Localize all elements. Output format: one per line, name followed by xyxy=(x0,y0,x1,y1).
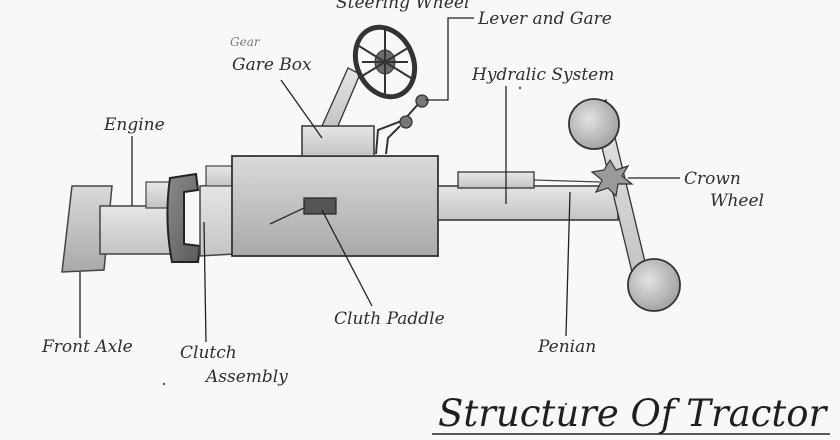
gear-box-label: Gare Box xyxy=(232,55,312,75)
leader-lines xyxy=(79,17,680,343)
assembly-label: Assembly xyxy=(204,367,288,387)
pinion-label: Penian xyxy=(537,337,596,357)
clutch-label: Clutch xyxy=(180,343,237,363)
clutch-paddle-shape xyxy=(303,197,337,215)
lower-wheel-shape xyxy=(627,258,681,312)
engine-shape xyxy=(99,205,173,255)
crown-gear-shape xyxy=(590,158,634,198)
clutch-assembly-shape xyxy=(166,172,202,263)
rear-shaft xyxy=(437,185,619,221)
upper-wheel-shape xyxy=(568,98,620,150)
clutch-paddle-label: Cluth Paddle xyxy=(334,309,445,329)
front-axle-label: Front Axle xyxy=(41,337,133,357)
gear-annotation-label: Gear xyxy=(230,35,261,49)
diagram-title: Structure Of Tractor xyxy=(438,392,829,435)
lever-and-gear-shape xyxy=(375,94,429,155)
gear-box-shape xyxy=(301,125,375,157)
steering-wheel-shape xyxy=(352,24,418,100)
hydraulic-system-shape xyxy=(457,171,535,189)
lever-gear-label: Lever and Gare xyxy=(477,9,612,29)
engine-label: Engine xyxy=(103,115,165,135)
steering-column xyxy=(320,67,361,127)
wheel-label: Wheel xyxy=(710,191,764,211)
hydraulic-label: Hydralic System xyxy=(471,65,614,85)
crown-label: Crown xyxy=(684,169,741,189)
steering-label: Steering Wheel xyxy=(336,0,469,13)
